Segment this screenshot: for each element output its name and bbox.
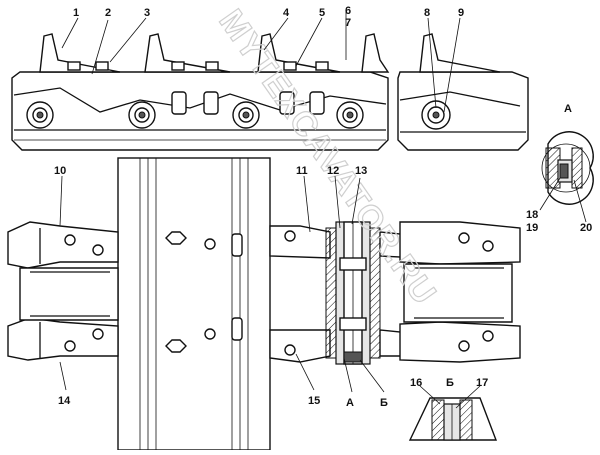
callout-6: 6 bbox=[345, 5, 351, 17]
callout-15: 15 bbox=[308, 395, 320, 407]
track-chain-side-view bbox=[11, 33, 529, 151]
callout-17: 17 bbox=[476, 377, 488, 389]
callout-13: 13 bbox=[355, 165, 367, 177]
section-b-view-label: Б bbox=[446, 377, 454, 389]
callout-19: 19 bbox=[526, 222, 538, 234]
callout-9: 9 bbox=[458, 7, 464, 19]
callout-11: 11 bbox=[296, 165, 308, 177]
callout-10: 10 bbox=[54, 165, 66, 177]
callout-7: 7 bbox=[345, 17, 351, 29]
section-a-cut-label: А bbox=[346, 397, 354, 409]
callout-4: 4 bbox=[283, 7, 290, 19]
callout-2: 2 bbox=[105, 7, 111, 19]
callout-12: 12 bbox=[327, 165, 339, 177]
callout-18: 18 bbox=[526, 209, 538, 221]
track-shoe-plan-view bbox=[7, 157, 521, 451]
callout-16: 16 bbox=[410, 377, 422, 389]
pin-bushing-section bbox=[325, 221, 381, 365]
callout-5: 5 bbox=[319, 7, 325, 19]
leader-lines bbox=[59, 10, 481, 409]
section-a-detail bbox=[539, 131, 594, 223]
callout-labels: 1 2 3 4 5 6 7 8 9 10 11 12 13 14 15 16 1… bbox=[54, 5, 592, 409]
callout-20: 20 bbox=[580, 222, 592, 234]
track-pins-side bbox=[26, 101, 364, 129]
section-a-view-label: А bbox=[564, 103, 572, 115]
section-b-detail bbox=[408, 397, 498, 441]
section-b-cut-label: Б bbox=[380, 397, 388, 409]
callout-1: 1 bbox=[73, 7, 79, 19]
callout-8: 8 bbox=[424, 7, 430, 19]
bolt-heads-row bbox=[67, 61, 329, 71]
callout-3: 3 bbox=[144, 7, 150, 19]
callout-14: 14 bbox=[58, 395, 71, 407]
